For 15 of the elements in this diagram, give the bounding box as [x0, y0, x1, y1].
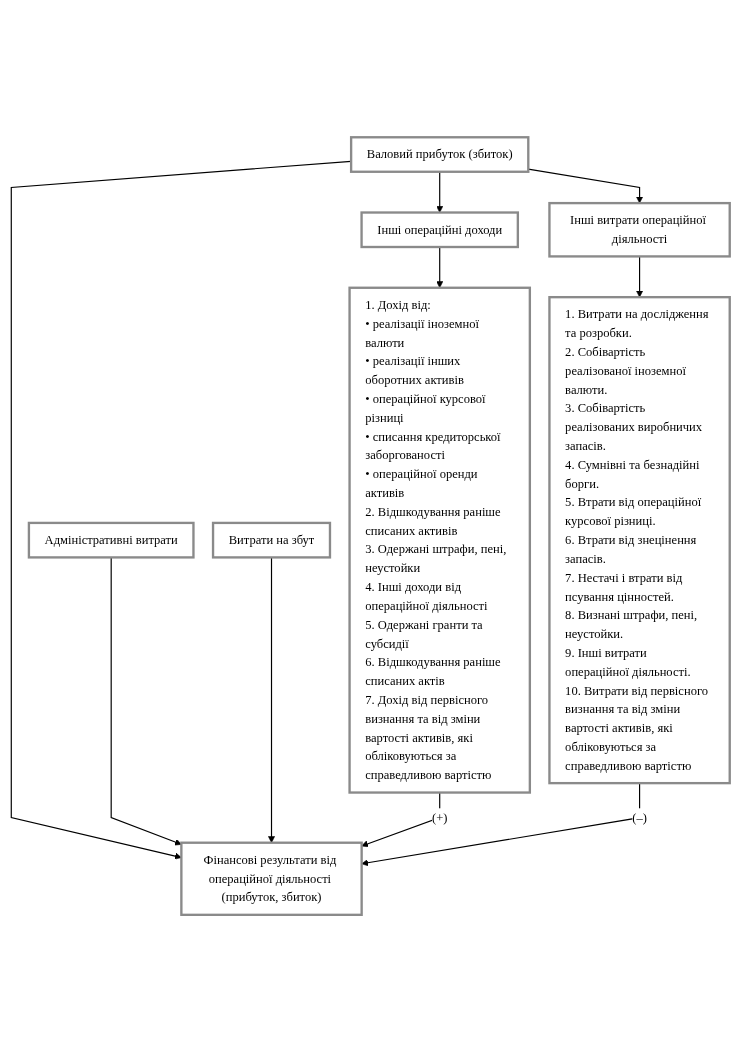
process-box: Адміністративні витрати: [27, 522, 195, 560]
list-box: 1. Витрати на дослідження та розробки. 2. Собівартість реалізованої іноземної валюти. 3. Собівартість реалізованих виробничих запасів. 4. Сумнівні та безнадійні борги. 5. Втрати від операційної курсової різниці. 6. Втрати від знецінення запасів. 7. Нестачі і втрати від псування цінностей. 8. Визнані штрафи, пені, неустойки. 9. Інші витрати операційної діяльності. 10. Витрати від первісного визнання та від зміни вартості активів, які обліковуються за справедливою вартістю: [548, 296, 731, 785]
arrow: [268, 557, 275, 844]
list-box: 1. Дохід від: • реалізації іноземної валюти • реалізації інших оборотних активів • операційної курсової різниці • списання кредиторської заборгованості • операційної оренди активів 2. Відшкодування раніше списаних активів 3. Одержані штрафи, пені, неустойки 4. Інші доходи від операційної діяльності 5. Одержані гранти та субсидії 6. Відшкодування раніше списаних актів 7. Дохід від первісного визнання та від зміни вартості активів, які обліковуються за справедливою вартістю: [348, 287, 532, 795]
process-box: Витрати на збут: [211, 522, 332, 560]
arrow: [110, 557, 182, 846]
process-box: Інші операційні доходи: [360, 211, 520, 249]
arrow: [10, 161, 352, 860]
arrow: [636, 256, 644, 298]
process-box: Фінансові результати від операційної діяльності (прибуток, збиток): [180, 842, 363, 917]
edge-label: (–): [632, 808, 647, 828]
edge-label: (+): [432, 808, 448, 828]
process-box: Інші витрати операційної діяльності: [548, 202, 731, 259]
arrow: [361, 783, 641, 867]
process-box: Валовий прибуток (збиток): [349, 136, 530, 174]
